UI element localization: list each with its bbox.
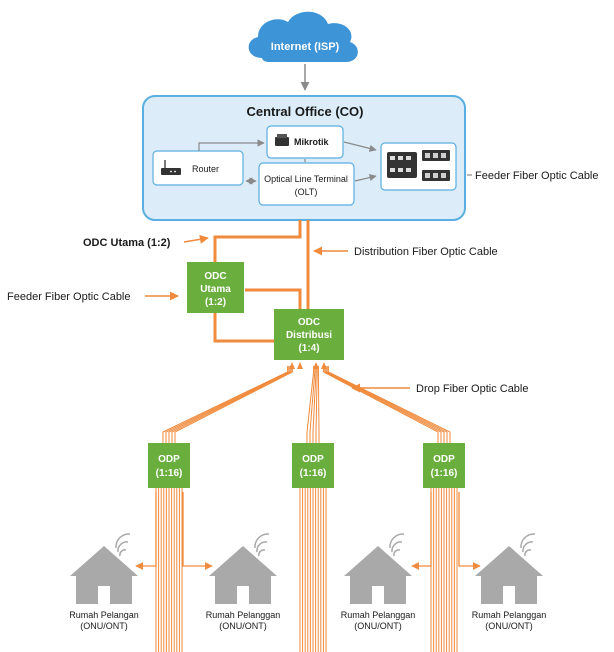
odp-1-line2: (1:16)	[156, 468, 183, 479]
odp-2-line1: ODP	[302, 454, 324, 465]
house-4-line1: Rumah Pelanggan	[472, 610, 547, 620]
feeder-fiber-label-right: Feeder Fiber Optic Cable	[475, 170, 599, 182]
router-icon	[161, 160, 181, 175]
odc-utama-node	[187, 262, 244, 313]
drop-fiber-strand	[317, 366, 320, 443]
drop-fiber-label: Drop Fiber Optic Cable	[416, 383, 529, 395]
odp-2-line2: (1:16)	[300, 468, 327, 479]
odc-utama-note-label: ODC Utama (1:2)	[83, 237, 171, 249]
mikrotik-patch-arrow	[343, 141, 377, 152]
odp-node-2	[292, 443, 334, 488]
house-icon-3	[344, 533, 412, 604]
odc-utama-line1: ODC	[204, 271, 226, 282]
wifi-icon-4	[520, 533, 536, 557]
drop-fiber-strand	[171, 366, 292, 443]
olt-box	[258, 162, 355, 206]
router-label: Router	[192, 164, 219, 174]
odp1-to-house1	[135, 492, 157, 570]
house-icon-2	[209, 533, 277, 604]
odc-distribusi-line2: Distribusi	[286, 330, 332, 341]
drop-fiber-strand	[326, 366, 448, 443]
house-3-line1: Rumah Pelanggan	[341, 610, 416, 620]
central-office-title: Central Office (CO)	[246, 104, 363, 119]
wifi-icon-3	[389, 533, 405, 557]
odp-3-line2: (1:16)	[431, 468, 458, 479]
feeder-fiber-label-left: Feeder Fiber Optic Cable	[7, 291, 131, 303]
house-2-line1: Rumah Pelanggan	[206, 610, 281, 620]
drop-fiber-strand	[174, 366, 293, 443]
router-box	[152, 150, 244, 186]
mikrotik-icon	[275, 134, 289, 146]
wifi-icon-2	[254, 533, 270, 557]
odc-distribusi-line1: ODC	[298, 317, 320, 328]
house-icon-4	[475, 533, 543, 604]
patch-panel-icon	[387, 150, 450, 181]
internet-cloud: Internet (ISP)	[248, 11, 358, 62]
drop-arrowhead	[321, 362, 327, 369]
internet-label: Internet (ISP)	[271, 41, 340, 53]
drop-fiber-strand	[162, 366, 289, 443]
router-mikrotik-arrow	[198, 139, 265, 151]
odp3-to-house3	[411, 492, 432, 570]
olt-label-line2: (OLT)	[295, 187, 318, 197]
house-2-line2: (ONU/ONT)	[219, 621, 267, 631]
drop-fibers	[162, 362, 451, 443]
odp-node-1	[148, 443, 190, 488]
olt-label-line1: Optical Line Terminal	[264, 174, 348, 184]
odc-distribusi-node	[274, 309, 344, 360]
house-3-line2: (ONU/ONT)	[354, 621, 402, 631]
odc-utama-line2: Utama	[200, 284, 231, 295]
drop-fiber-strand	[165, 366, 290, 443]
wifi-icon-1	[115, 533, 131, 557]
odp-3-line1: ODP	[433, 454, 455, 465]
odp-fibers	[155, 488, 458, 652]
odp1-to-house2	[182, 492, 213, 570]
distribution-fiber-label: Distribution Fiber Optic Cable	[354, 246, 498, 258]
olt-patch-arrow	[354, 173, 377, 182]
odc-utama-line3: (1:2)	[205, 297, 226, 308]
drop-arrowhead	[313, 362, 319, 369]
odp3-to-house4	[458, 492, 481, 570]
feeder-odc-utama-loop	[213, 313, 274, 343]
feeder-co-to-odc-utama	[213, 220, 302, 262]
odp-node-3	[423, 443, 465, 488]
odc-distribusi-line3: (1:4)	[298, 343, 319, 354]
odc-utama-note-arrow	[183, 234, 209, 244]
drop-arrowhead	[297, 362, 303, 369]
house-1-line1: Rumah Pelangan	[69, 610, 139, 620]
feeder-odc-utama-to-distribusi	[245, 288, 302, 309]
house-icon-1	[70, 533, 138, 604]
drop-fiber-strand	[324, 366, 442, 443]
house-1-line2: (ONU/ONT)	[80, 621, 128, 631]
odp-1-line1: ODP	[158, 454, 180, 465]
mikrotik-label: Mikrotik	[294, 137, 330, 147]
drop-arrowhead	[289, 362, 295, 369]
drop-fiber-strand	[327, 366, 451, 443]
house-4-line2: (ONU/ONT)	[485, 621, 533, 631]
